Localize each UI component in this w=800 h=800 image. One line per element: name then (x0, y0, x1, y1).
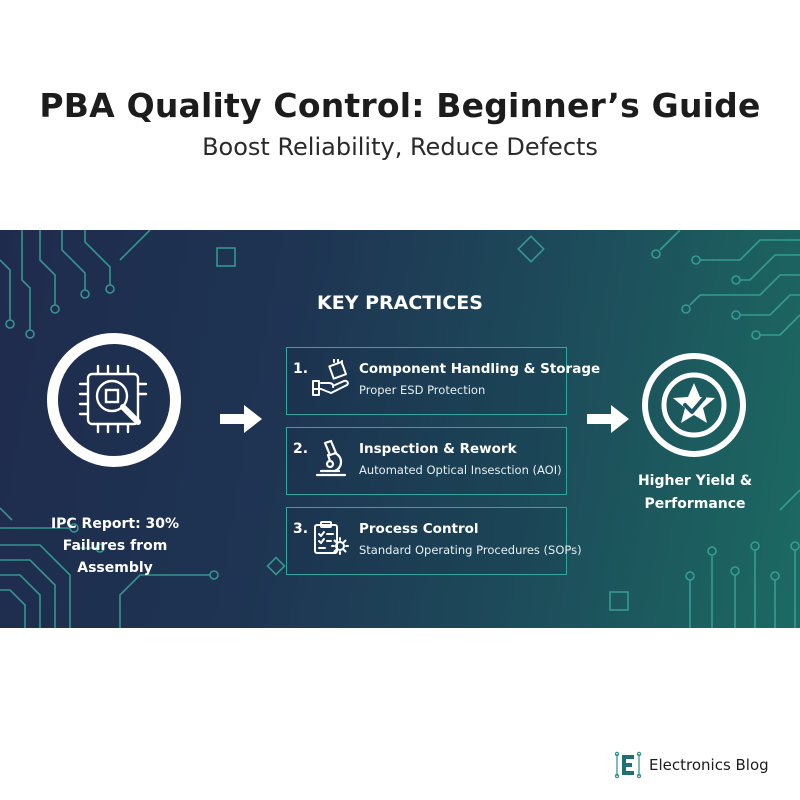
practice-title: Process Control (359, 521, 479, 537)
arrow-right-icon (220, 405, 262, 433)
practice-title: Inspection & Rework (359, 441, 517, 457)
ipc-report-line1: IPC Report: 30% (50, 516, 180, 532)
yield-caption: Higher Yield & Performance (610, 470, 780, 516)
key-practices-banner: KEY PRACTICES IPC Report: 30% Failures f… (0, 230, 800, 628)
yield-caption-line2: Performance (644, 496, 746, 512)
electronics-blog-logo-icon (615, 751, 641, 779)
microscope-icon (315, 439, 347, 477)
clipboard-gear-icon (314, 521, 349, 555)
circuit-traces-decoration (0, 230, 800, 628)
brand-footer[interactable]: Electronics Blog (615, 750, 769, 780)
practice-number: 2. (293, 441, 309, 457)
practice-subtitle: Automated Optical Insesction (AOI) (359, 463, 562, 477)
chip-inspection-badge (47, 333, 181, 467)
practice-subtitle: Proper ESD Protection (359, 383, 486, 397)
page-subtitle: Boost Reliability, Reduce Defects (202, 133, 598, 161)
practice-card-process: 3. Process Control Standard Operating Pr… (286, 507, 582, 575)
chip-magnifier-icon (78, 364, 148, 434)
practice-card-handling: 1. Component Handling & Storage Proper E… (286, 347, 600, 415)
brand-name: Electronics Blog (649, 756, 769, 774)
key-practices-heading: KEY PRACTICES (317, 292, 483, 314)
practice-number: 1. (293, 361, 309, 377)
ipc-report-caption: IPC Report: 30% Failures from Assembly (30, 513, 200, 579)
practice-card-inspection: 2. Inspection & Rework Automated Optical… (286, 427, 567, 495)
arrow-right-icon (587, 405, 629, 433)
practice-title: Component Handling & Storage (359, 361, 601, 377)
ipc-report-line2: Failures from Assembly (62, 538, 168, 576)
page-title: PBA Quality Control: Beginner’s Guide (39, 86, 761, 125)
yield-badge (642, 353, 746, 457)
star-badge-icon (661, 372, 727, 438)
hand-chip-icon (312, 359, 349, 396)
yield-caption-line1: Higher Yield & (637, 473, 753, 489)
practice-number: 3. (293, 521, 309, 537)
practice-subtitle: Standard Operating Procedures (SOPs) (359, 543, 582, 557)
